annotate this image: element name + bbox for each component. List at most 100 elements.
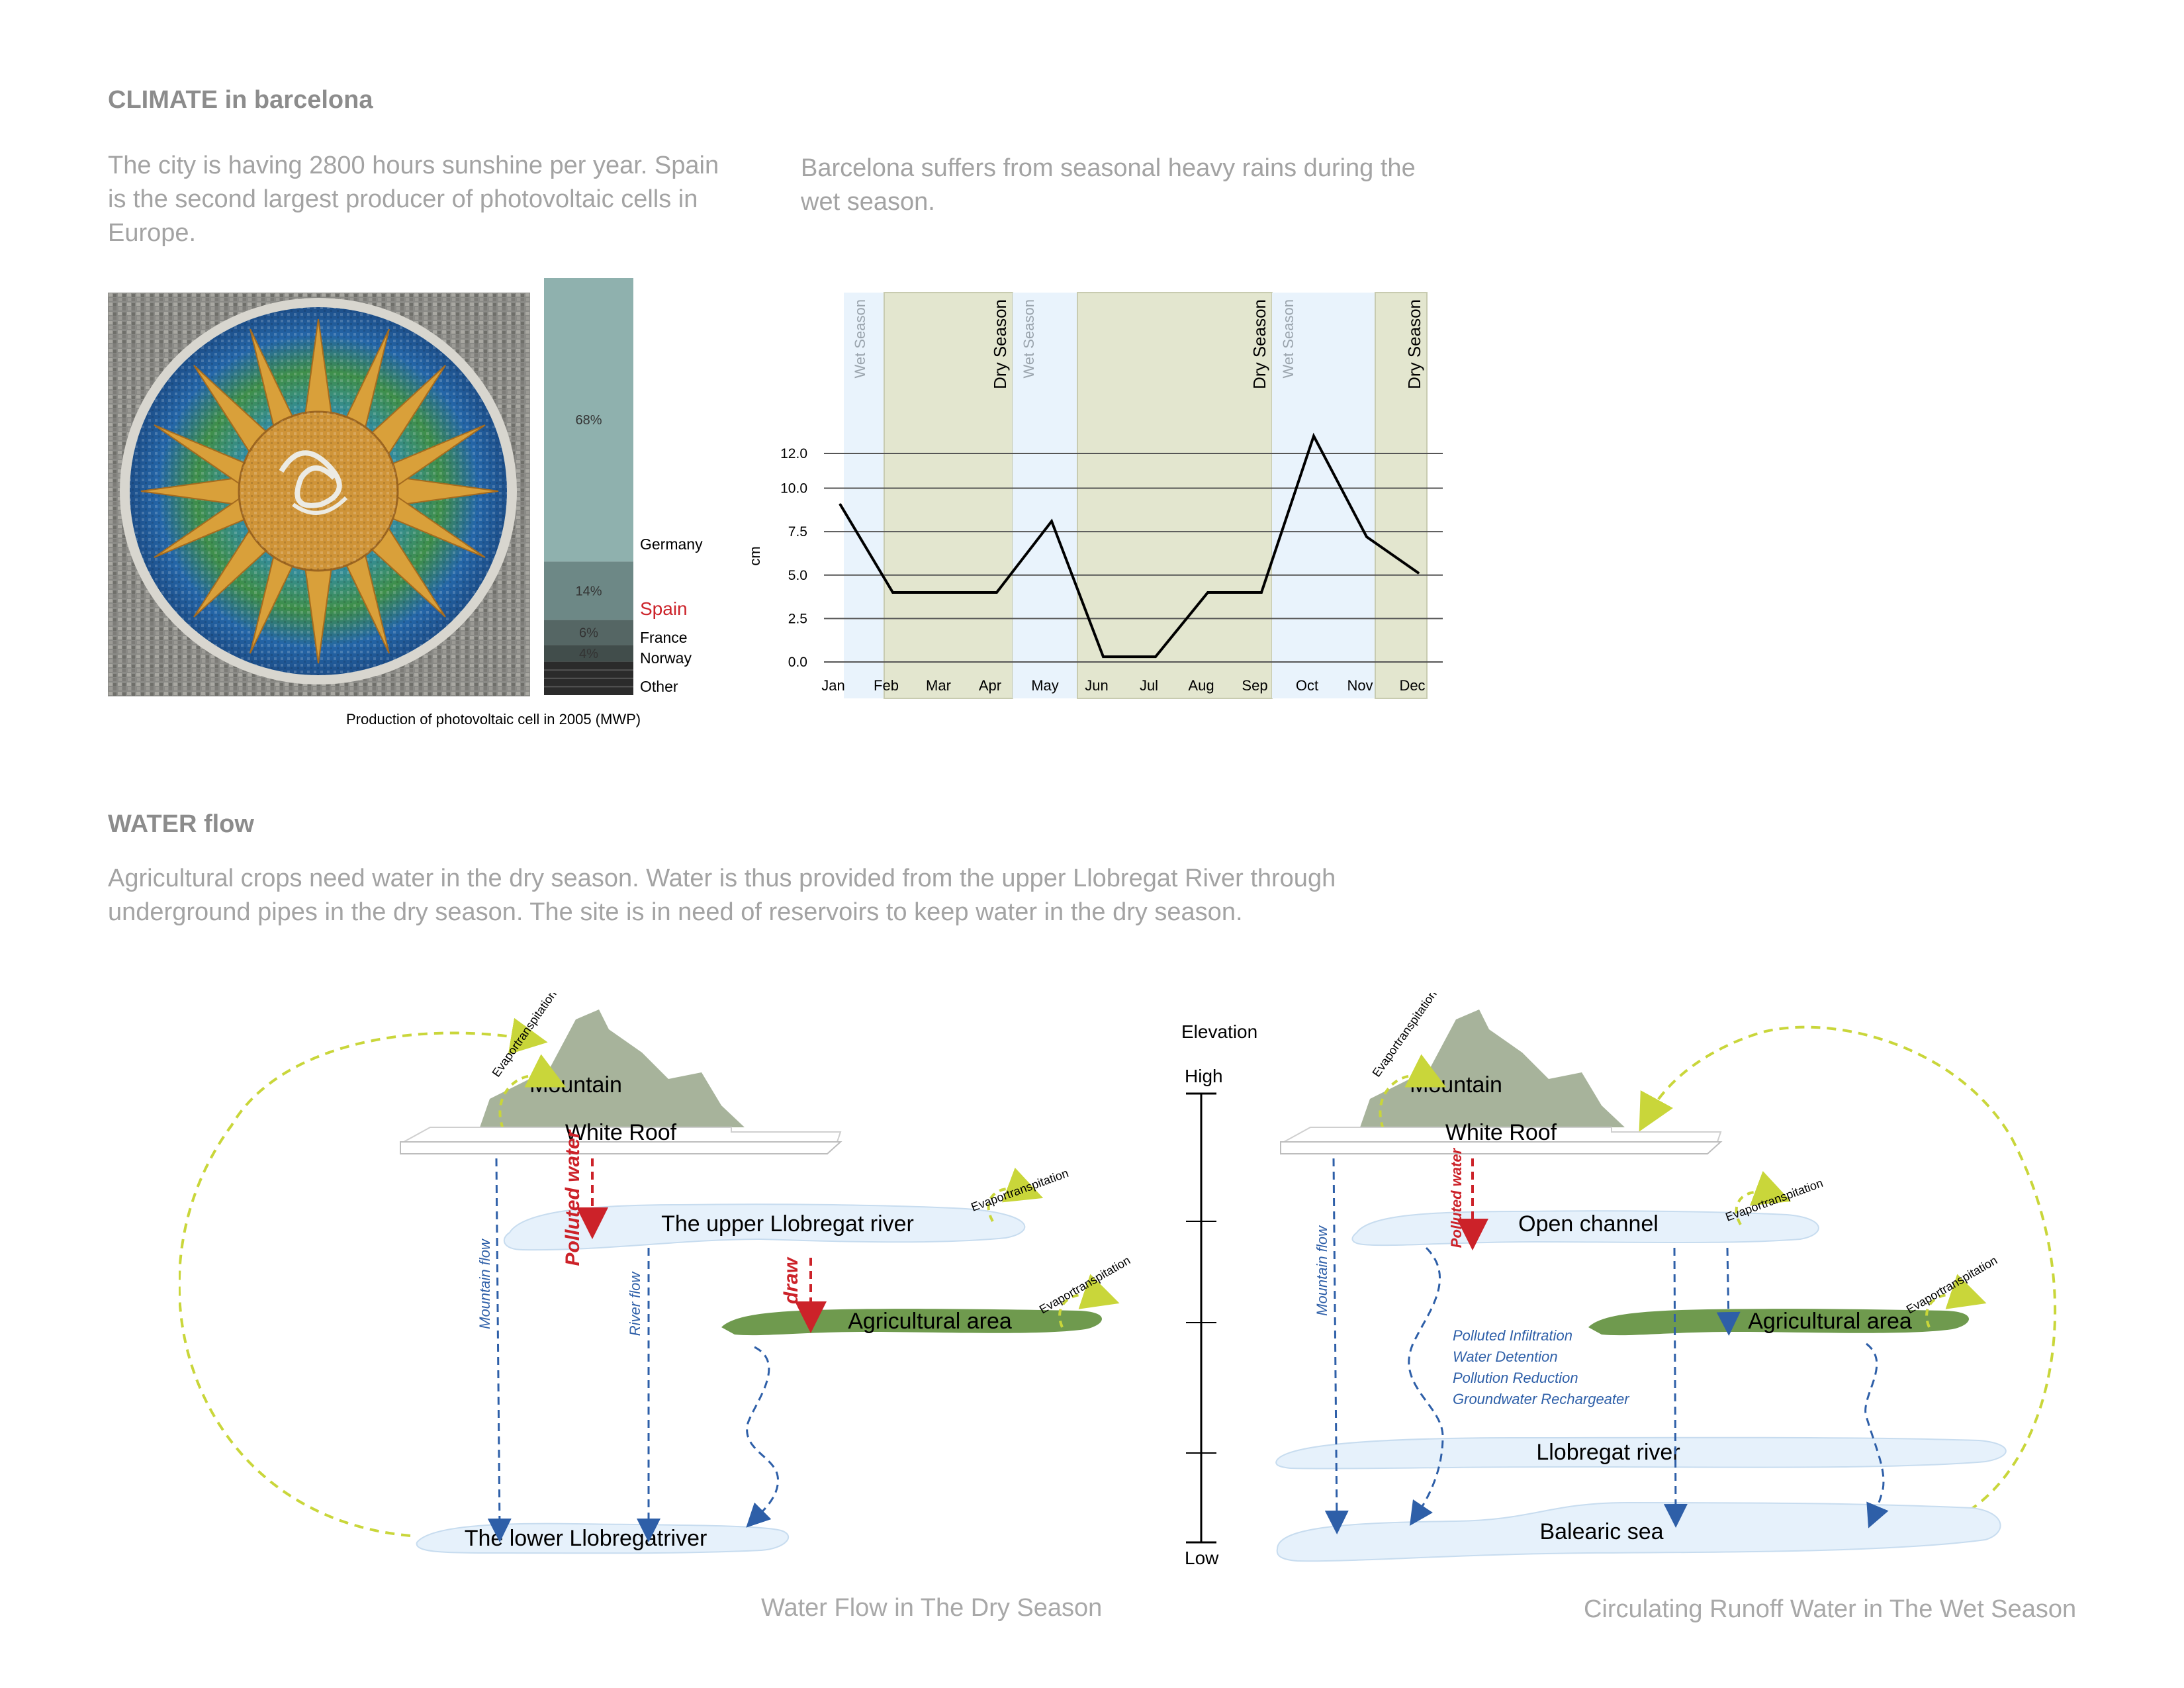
rain-y-tick: 0.0: [788, 655, 807, 670]
pv-category-label: Norway: [640, 649, 692, 667]
pv-segment-labels: 68% 14% 6% 4%: [575, 413, 602, 661]
season-band-dry: [1077, 292, 1273, 699]
wet-white-roof-label: White Roof: [1445, 1120, 1557, 1145]
season-band-wet: [844, 293, 884, 698]
rain-x-tick: Aug: [1188, 677, 1214, 694]
mountain-flow-label: Mountain flow: [477, 1238, 493, 1329]
season-band-dry: [1375, 292, 1428, 699]
rain-line-path: [839, 432, 1420, 659]
note-polluted-infiltration: Polluted Infiltration: [1453, 1327, 1572, 1344]
river-flow-label: River flow: [627, 1271, 643, 1336]
elevation-high-label: High: [1185, 1066, 1223, 1086]
season-label-wet: Wet Season: [1021, 299, 1037, 378]
pv-segment-label: 6%: [579, 626, 598, 641]
rain-x-tick: Mar: [926, 677, 951, 694]
dry-diagram-caption: Water Flow in The Dry Season: [761, 1594, 1103, 1622]
pv-category-label: France: [640, 629, 688, 646]
balearic-sea-shape: [1276, 1501, 2001, 1562]
pv-segment-label: 14%: [575, 585, 602, 599]
rain-gridlines: [824, 453, 1443, 663]
agri-to-sea-arrow: [1864, 1342, 1889, 1528]
pv-category-label: Germany: [640, 536, 703, 553]
season-label-dry: Dry Season: [990, 299, 1010, 389]
rain-y-tick: 5.0: [788, 568, 807, 583]
note-water-detention: Water Detention: [1453, 1348, 1558, 1365]
pv-bar-segment-france: [544, 620, 633, 645]
draw-label: draw: [780, 1256, 802, 1304]
water-heading: WATER flow: [108, 810, 254, 838]
rain-x-tick: Jul: [1140, 677, 1158, 694]
agricultural-area-label: Agricultural area: [848, 1309, 1012, 1334]
season-band-wet: [1013, 293, 1077, 698]
llobregat-river-label: Llobregat river: [1536, 1440, 1680, 1465]
pv-bar-stack: [544, 278, 633, 695]
wet-mountain-label: Mountain: [1410, 1072, 1502, 1098]
pv-category-label: Spain: [640, 598, 688, 619]
rain-x-tick: Jun: [1085, 677, 1108, 694]
elevation-title: Elevation: [1181, 1021, 1257, 1042]
rainfall-line-chart: Wet Season Dry Season Wet Season Dry Season…: [747, 292, 1443, 699]
mountain-label: Mountain: [529, 1072, 622, 1098]
balearic-sea-label: Balearic sea: [1539, 1519, 1663, 1544]
mountain-shape: [480, 1009, 745, 1127]
rain-point-dec: [1418, 573, 1420, 574]
pv-bar-segment-spain: [544, 561, 633, 620]
season-label-dry: Dry Season: [1250, 299, 1269, 389]
rain-x-tick: Oct: [1296, 677, 1318, 694]
rain-point-sep: [1261, 592, 1262, 593]
rain-x-tick: Dec: [1399, 677, 1425, 694]
sun-mosaic-image: [108, 293, 530, 696]
pv-chart-title: Production of photovoltaic cell in 2005 …: [346, 711, 641, 727]
season-bands: Wet Season Dry Season Wet Season Dry Season…: [844, 292, 1428, 699]
wet-season-diagram: Mountain Evaportranspitation White Roof …: [1275, 993, 2057, 1562]
rain-y-tick: 2.5: [788, 611, 807, 626]
rain-x-tick: May: [1031, 677, 1059, 694]
wet-mountain-flow-arrow: [1324, 1158, 1349, 1534]
note-groundwater-recharge: Groundwater Rechargeater: [1453, 1391, 1630, 1407]
open-channel-label: Open channel: [1518, 1211, 1659, 1237]
llobregat-river-shape: [1275, 1436, 2007, 1470]
sunshine-paragraph: The city is having 2800 hours sunshine p…: [108, 152, 719, 247]
season-label-wet: Wet Season: [852, 299, 868, 378]
season-label-wet: Wet Season: [1280, 299, 1297, 378]
rain-y-axis-label: cm: [747, 546, 763, 565]
rain-point-mar: [944, 592, 946, 593]
wet-evapo-cycle-arrow: [1639, 1025, 2057, 1512]
upper-river-label: The upper Llobregat river: [661, 1211, 914, 1237]
rain-y-tick: 7.5: [788, 524, 807, 539]
pv-bar-segment-norway: [544, 645, 633, 662]
wet-diagram-caption: Circulating Runoff Water in The Wet Seas…: [1584, 1595, 2077, 1623]
rain-x-tick: Nov: [1347, 677, 1373, 694]
note-pollution-reduction: Pollution Reduction: [1453, 1370, 1578, 1386]
upper-river-shape: [503, 1203, 1026, 1251]
rain-y-tick-labels: 0.0 2.5 5.0 7.5 10.0 12.0: [780, 446, 807, 670]
white-roof-label: White Roof: [565, 1120, 677, 1145]
rain-x-tick: Apr: [979, 677, 1001, 694]
river-evapo-label: Evaportranspitation: [970, 1166, 1071, 1214]
season-band-dry: [884, 292, 1013, 699]
groundwater-arrow: [746, 1346, 780, 1528]
white-roof-shape: [400, 1141, 842, 1154]
wet-agri-evapo-label: Evaportranspitation: [1904, 1254, 1999, 1317]
pv-segment-label: 68%: [575, 413, 602, 428]
pv-bar-segment-germany: [544, 278, 633, 562]
water-paragraph: Agricultural crops need water in the dry…: [108, 865, 1336, 926]
pv-segment-label: 4%: [579, 647, 598, 661]
rain-x-tick: Sep: [1242, 677, 1267, 694]
wet-agricultural-label: Agricultural area: [1748, 1309, 1912, 1334]
rain-paragraph: Barcelona suffers from seasonal heavy ra…: [801, 154, 1416, 216]
wet-white-roof-shape: [1280, 1141, 1723, 1154]
pv-category-label: Other: [640, 678, 678, 695]
rain-series-line: [839, 432, 1420, 659]
rain-x-tick: Feb: [874, 677, 899, 694]
wet-agricultural-shape: [1588, 1309, 1969, 1336]
rain-y-tick: 10.0: [780, 481, 807, 496]
evapo-cycle-arrow: [179, 1017, 548, 1537]
season-label-dry: Dry Season: [1404, 299, 1424, 389]
rain-y-tick: 12.0: [780, 446, 807, 461]
agri-evapo-label: Evaportranspitation: [1037, 1254, 1132, 1317]
infiltration-arrow: [1408, 1246, 1444, 1526]
